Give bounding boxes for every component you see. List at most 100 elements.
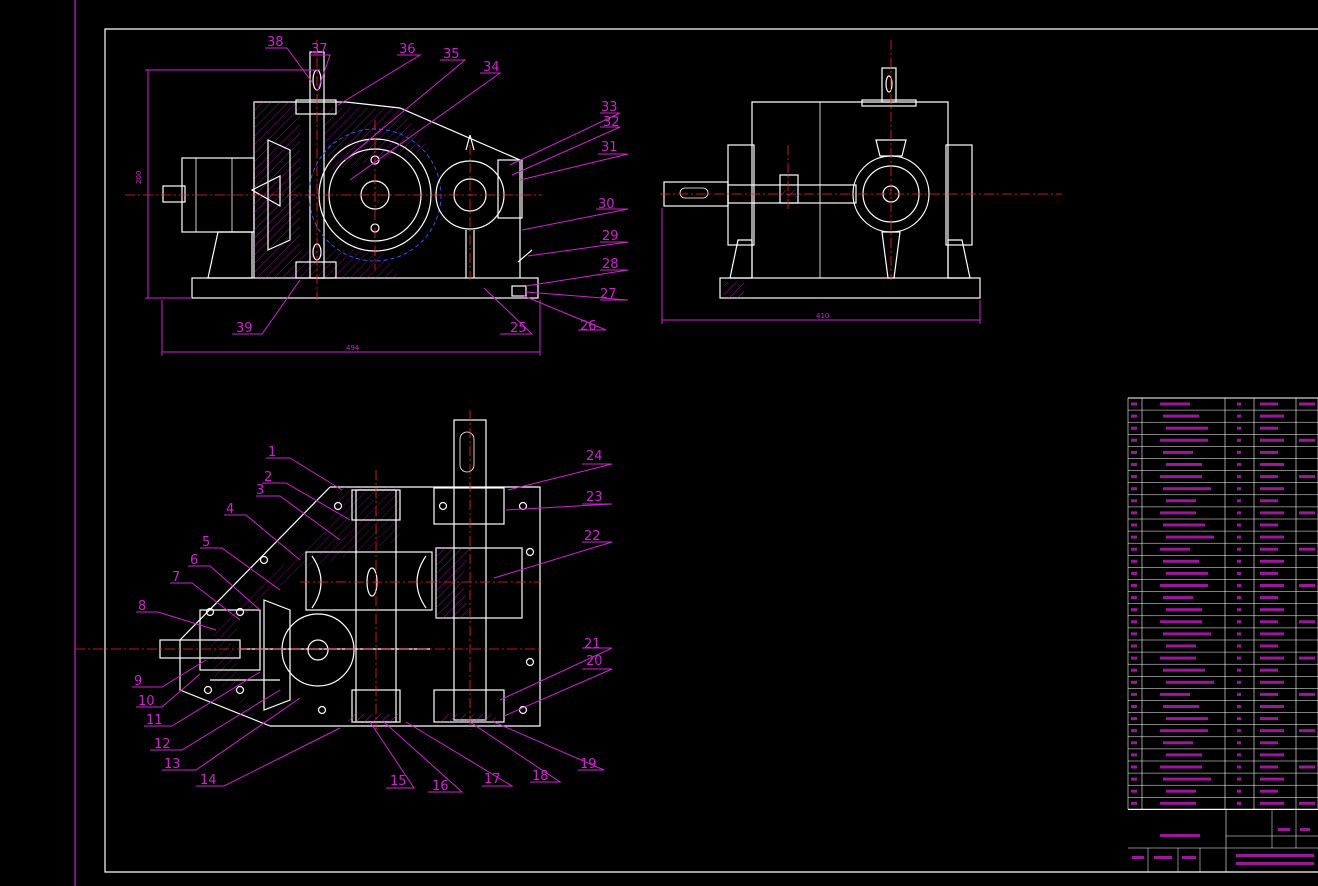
label-22: 22: [584, 529, 601, 544]
plan-view-leaders: [132, 457, 613, 793]
table-cell-glyphs: [1131, 777, 1137, 781]
table-cell-glyphs: [1237, 463, 1241, 466]
table-cell-glyphs: [1260, 668, 1278, 672]
table-cell-glyphs: [1237, 450, 1241, 454]
table-cell-glyphs: [1160, 620, 1202, 624]
table-cell-glyphs: [1160, 765, 1202, 769]
label-39: 39: [236, 321, 253, 336]
table-cell-glyphs: [1237, 729, 1241, 733]
plan-section-view: [75, 410, 541, 730]
table-cell-glyphs: [1237, 632, 1241, 636]
label-3: 3: [256, 483, 264, 498]
table-cell-glyphs: [1160, 584, 1208, 587]
table-cell-glyphs: [1131, 487, 1137, 491]
label-28: 28: [602, 257, 619, 272]
table-cell-glyphs: [1260, 559, 1284, 563]
table-cell-glyphs: [1237, 402, 1241, 406]
table-cell-glyphs: [1131, 402, 1137, 406]
label-32: 32: [603, 115, 620, 130]
label-35: 35: [443, 47, 460, 62]
table-cell-glyphs: [1131, 801, 1137, 805]
table-cell-glyphs: [1260, 608, 1284, 612]
label-33: 33: [601, 100, 618, 115]
table-cell-glyphs: [1160, 547, 1190, 551]
table-cell-glyphs: [1260, 644, 1278, 648]
table-cell-glyphs: [1260, 475, 1278, 479]
table-cell-glyphs: [1237, 692, 1241, 696]
table-cell-glyphs: [1163, 414, 1199, 418]
table-cell-glyphs: [1237, 680, 1241, 684]
table-cell-glyphs: [1160, 656, 1196, 660]
table-cell-glyphs: [1131, 463, 1137, 466]
table-cell-glyphs: [1160, 729, 1208, 733]
table-cell-glyphs: [1160, 692, 1190, 696]
label-30: 30: [598, 197, 615, 212]
label-8: 8: [138, 599, 146, 614]
table-cell-glyphs: [1237, 511, 1241, 515]
table-cell-glyphs: [1260, 414, 1284, 418]
table-cell-glyphs: [1260, 789, 1278, 793]
table-cell-glyphs: [1160, 801, 1196, 805]
side-width-dimension: 410: [816, 312, 829, 320]
table-cell-glyphs: [1237, 801, 1241, 805]
table-cell-glyphs: [1163, 523, 1205, 527]
label-21: 21: [584, 637, 601, 652]
table-cell-glyphs: [1260, 777, 1284, 781]
table-cell-glyphs: [1260, 463, 1284, 466]
front-height-dimension: 200: [135, 171, 143, 184]
table-cell-glyphs: [1131, 692, 1137, 696]
table-cell-glyphs: [1299, 729, 1315, 733]
table-cell-glyphs: [1299, 475, 1315, 479]
table-cell-glyphs: [1237, 487, 1241, 491]
label-2: 2: [264, 470, 272, 485]
table-cell-glyphs: [1132, 856, 1144, 859]
label-14: 14: [200, 773, 217, 788]
table-cell-glyphs: [1299, 547, 1315, 551]
table-cell-glyphs: [1237, 426, 1241, 430]
table-cell-glyphs: [1299, 620, 1315, 624]
label-24: 24: [586, 449, 603, 464]
table-cell-glyphs: [1260, 656, 1284, 660]
table-cell-glyphs: [1131, 632, 1137, 636]
table-cell-glyphs: [1163, 705, 1199, 708]
label-16: 16: [432, 779, 449, 794]
table-cell-glyphs: [1131, 559, 1137, 563]
table-cell-glyphs: [1166, 535, 1214, 539]
table-cell-glyphs: [1131, 741, 1137, 745]
table-cell-glyphs: [1182, 856, 1196, 859]
table-cell-glyphs: [1260, 511, 1284, 515]
table-cell-glyphs: [1131, 571, 1137, 575]
table-cell-glyphs: [1131, 426, 1137, 430]
table-cell-glyphs: [1237, 765, 1241, 769]
table-cell-glyphs: [1260, 535, 1284, 539]
table-cell-glyphs: [1131, 475, 1137, 479]
label-26: 26: [580, 319, 597, 334]
plan-view-labels: 1 2 3 4 5 6 7 8 9 10 11 12 13 14 15 16 1…: [134, 445, 603, 794]
table-cell-glyphs: [1237, 644, 1241, 648]
table-cell-glyphs: [1237, 438, 1241, 442]
table-cell-glyphs: [1237, 789, 1241, 793]
table-cell-glyphs: [1166, 717, 1208, 721]
table-cell-glyphs: [1154, 856, 1172, 859]
table-cell-glyphs: [1163, 668, 1205, 672]
label-1: 1: [268, 445, 276, 460]
label-17: 17: [484, 772, 501, 787]
table-cell-glyphs: [1237, 608, 1241, 612]
table-cell-glyphs: [1160, 511, 1196, 515]
label-15: 15: [390, 774, 407, 789]
table-cell-glyphs: [1131, 535, 1137, 539]
table-cell-glyphs: [1299, 511, 1315, 515]
table-cell-glyphs: [1260, 547, 1278, 551]
table-cell-glyphs: [1131, 789, 1137, 793]
table-cell-glyphs: [1260, 692, 1278, 696]
table-cell-glyphs: [1131, 584, 1137, 587]
table-cell-glyphs: [1131, 547, 1137, 551]
table-cell-glyphs: [1237, 584, 1241, 587]
table-cell-glyphs: [1237, 414, 1241, 418]
label-6: 6: [190, 553, 198, 568]
table-cell-glyphs: [1160, 475, 1202, 479]
table-cell-glyphs: [1166, 753, 1202, 757]
front-section-view: 200 494: [125, 40, 542, 356]
table-cell-glyphs: [1260, 717, 1278, 721]
